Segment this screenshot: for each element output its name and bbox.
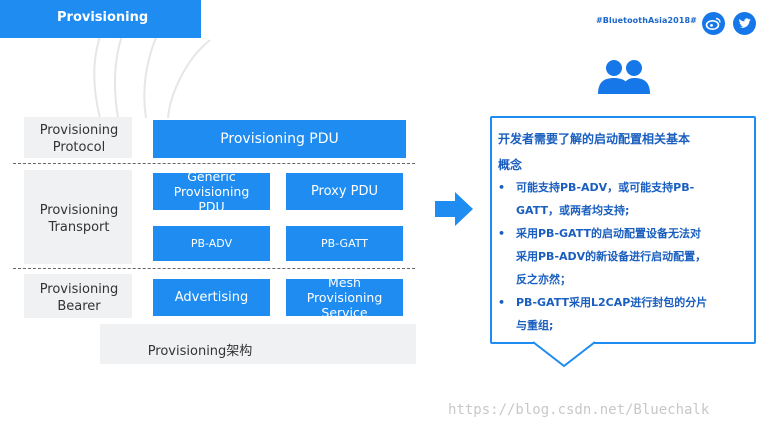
protocol-label-panel <box>24 117 132 158</box>
callout-bullet: • 可能支持PB-ADV，或可能支持PB- GATT，或两者均支持; <box>498 176 746 222</box>
bullet-dot: • <box>498 296 506 309</box>
caption-panel <box>100 324 416 364</box>
callout-pointer <box>533 341 595 368</box>
arrow-right-icon <box>435 192 473 226</box>
bullet-line: 反之亦然； <box>516 273 571 286</box>
bullet-dot: • <box>498 181 506 194</box>
layer-label-protocol: Provisioning Protocol <box>39 123 119 155</box>
layer-label-bearer: Provisioning Bearer <box>39 282 119 314</box>
pb-gatt-box: PB-GATT <box>286 226 403 261</box>
twitter-icon[interactable] <box>733 12 756 35</box>
bullet-line: 采用PB-GATT的启动配置设备无法对 <box>516 227 701 240</box>
layer-divider <box>13 268 415 269</box>
bullet-line: 与重组; <box>516 319 554 332</box>
slide-title: Provisioning <box>57 10 149 25</box>
bullet-line: GATT，或两者均支持; <box>516 204 630 217</box>
transport-label-panel <box>24 170 132 264</box>
callout-box <box>490 116 756 344</box>
bearer-label-panel <box>24 274 132 318</box>
bullet-line: 可能支持PB-ADV，或可能支持PB- <box>516 181 695 194</box>
mesh-provisioning-service-box: Mesh Provisioning Service <box>286 279 403 316</box>
diagram-caption: Provisioning架构 <box>147 344 253 359</box>
event-hashtag: #BluetoothAsia2018# <box>596 16 697 25</box>
provisioning-pdu-box: Provisioning PDU <box>153 120 406 158</box>
layer-divider <box>13 163 415 164</box>
proxy-pdu-box: Proxy PDU <box>286 173 403 210</box>
bullet-line: 采用PB-ADV的新设备进行启动配置， <box>516 250 707 263</box>
callout-heading-line: 概念 <box>498 158 523 172</box>
generic-provisioning-pdu-box: Generic Provisioning PDU <box>153 173 270 210</box>
title-bar <box>0 0 201 38</box>
callout-heading: 开发者需要了解的启动配置相关基本 概念 <box>498 126 748 178</box>
people-icon <box>598 60 650 94</box>
bullet-dot: • <box>498 227 506 240</box>
weibo-icon[interactable] <box>702 12 725 35</box>
pb-adv-box: PB-ADV <box>153 226 270 261</box>
callout-heading-line: 开发者需要了解的启动配置相关基本 <box>498 132 691 146</box>
callout-bullet: • PB-GATT采用L2CAP进行封包的分片 与重组; <box>498 291 746 337</box>
watermark: https://blog.csdn.net/Bluechalk <box>448 402 710 418</box>
advertising-box: Advertising <box>153 279 270 316</box>
layer-label-transport: Provisioning Transport <box>39 203 119 235</box>
bullet-line: PB-GATT采用L2CAP进行封包的分片 <box>516 296 708 309</box>
callout-bullet: • 采用PB-GATT的启动配置设备无法对 采用PB-ADV的新设备进行启动配置… <box>498 222 746 291</box>
